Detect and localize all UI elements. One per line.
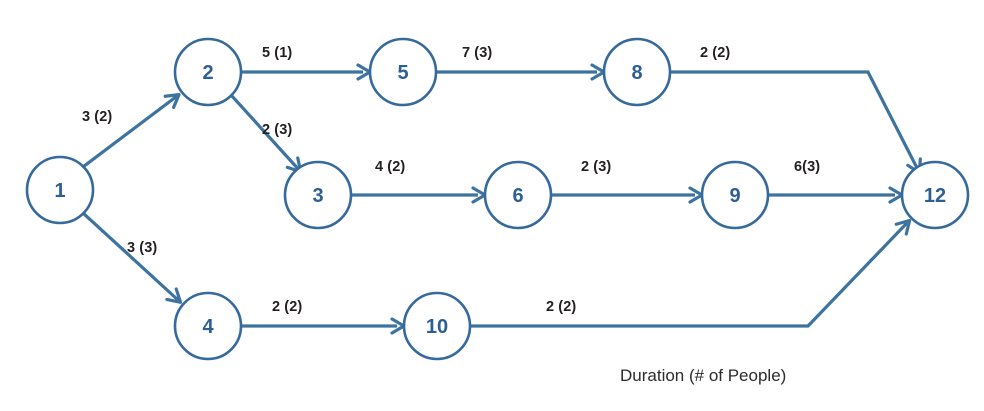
edge-label-5-8: 7 (3) xyxy=(462,45,493,61)
arrowhead-1-4 xyxy=(165,287,183,304)
node-1[interactable]: 1 xyxy=(25,155,95,225)
arrowhead-1-2 xyxy=(163,92,181,110)
arrowhead-10-12 xyxy=(894,218,912,236)
edge-label-4-10: 2 (2) xyxy=(272,299,303,315)
node-circle-5 xyxy=(368,37,438,107)
edge-label-3-6: 4 (2) xyxy=(375,159,406,175)
node-circle-4 xyxy=(173,291,243,361)
edge-2-3 xyxy=(230,94,300,171)
node-10[interactable]: 10 xyxy=(402,291,472,361)
node-6[interactable]: 6 xyxy=(483,160,553,230)
edge-label-1-2: 3 (2) xyxy=(82,109,113,125)
edge-1-2 xyxy=(82,95,178,168)
node-label-2: 2 xyxy=(202,62,213,84)
edge-label-1-4: 3 (3) xyxy=(127,240,158,256)
node-circle-1 xyxy=(25,155,95,225)
edge-label-2-5: 5 (1) xyxy=(262,45,293,61)
node-circle-9 xyxy=(700,160,770,230)
node-label-5: 5 xyxy=(397,62,408,84)
node-label-3: 3 xyxy=(312,185,323,207)
node-circle-6 xyxy=(483,160,553,230)
node-label-9: 9 xyxy=(729,185,740,207)
node-label-8: 8 xyxy=(631,62,642,84)
node-3[interactable]: 3 xyxy=(283,160,353,230)
node-circle-8 xyxy=(602,37,672,107)
edge-label-9-12: 6(3) xyxy=(794,159,821,175)
node-12[interactable]: 12 xyxy=(900,160,970,230)
node-label-12: 12 xyxy=(924,185,946,207)
edge-1-4 xyxy=(82,212,180,302)
node-8[interactable]: 8 xyxy=(602,37,672,107)
node-circle-10 xyxy=(402,291,472,361)
edge-label-6-9: 2 (3) xyxy=(581,159,612,175)
edges-layer xyxy=(82,70,919,328)
edge-label-8-12: 2 (2) xyxy=(700,45,731,61)
node-4[interactable]: 4 xyxy=(173,291,243,361)
node-label-1: 1 xyxy=(54,180,65,202)
edge-10-12 xyxy=(470,221,909,328)
node-2[interactable]: 2 xyxy=(173,37,243,107)
node-5[interactable]: 5 xyxy=(368,37,438,107)
node-label-10: 10 xyxy=(426,316,448,338)
legend-duration-people: Duration (# of People) xyxy=(620,366,787,385)
edge-label-2-3: 2 (3) xyxy=(262,122,293,138)
node-label-6: 6 xyxy=(512,185,523,207)
edge-label-10-12: 2 (2) xyxy=(546,299,577,315)
node-9[interactable]: 9 xyxy=(700,160,770,230)
node-circle-12 xyxy=(900,160,970,230)
node-circle-3 xyxy=(283,160,353,230)
node-circle-2 xyxy=(173,37,243,107)
node-label-4: 4 xyxy=(202,316,214,338)
edge-8-12 xyxy=(670,70,919,169)
